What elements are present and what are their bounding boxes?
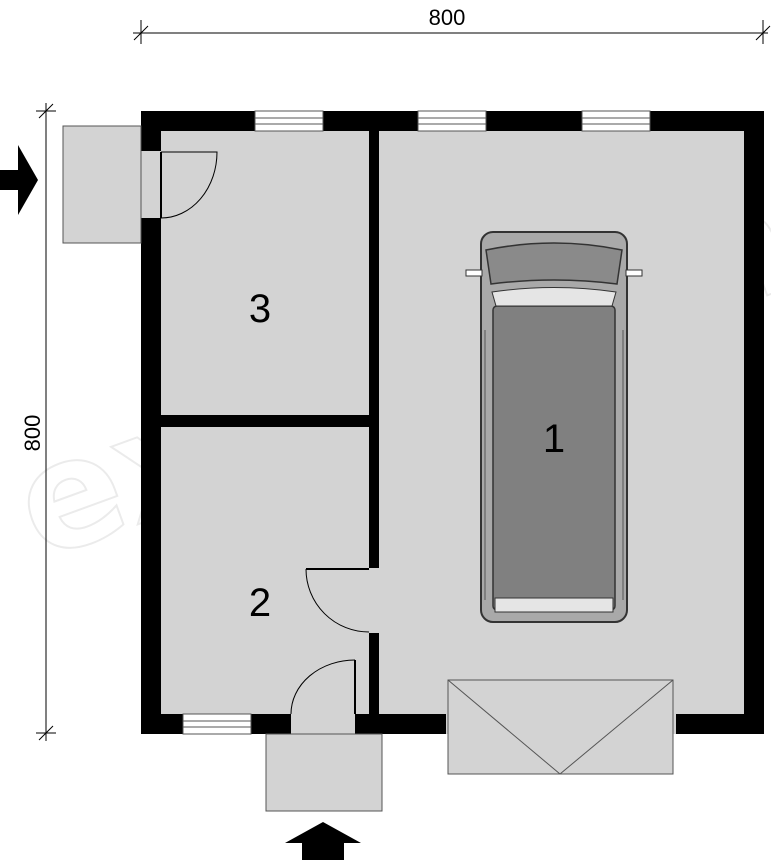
room-2-floor xyxy=(161,427,369,714)
interior-wall-horizontal xyxy=(161,415,369,427)
dimension-height: 800 xyxy=(20,103,56,741)
room-label-2: 2 xyxy=(249,581,271,625)
garage-apron xyxy=(447,679,674,775)
van-icon xyxy=(465,231,643,623)
window-top-3 xyxy=(581,110,651,132)
window-bottom xyxy=(182,713,252,735)
interior-door-swing xyxy=(305,568,370,633)
arrow-up-icon xyxy=(285,822,361,860)
width-label: 800 xyxy=(429,5,466,30)
bottom-door-opening xyxy=(291,714,355,734)
window-top-2 xyxy=(417,110,487,132)
room-label-3: 3 xyxy=(249,287,271,331)
interior-wall-vertical xyxy=(369,131,379,714)
left-door-opening xyxy=(141,151,161,218)
arrow-right-icon xyxy=(0,145,38,215)
room-label-1: 1 xyxy=(543,417,565,461)
bottom-landing xyxy=(265,733,383,812)
window-top-1 xyxy=(254,110,324,132)
bottom-door-swing xyxy=(290,659,356,715)
left-door-swing xyxy=(160,151,218,219)
interior-door-opening xyxy=(369,568,379,633)
dimension-width: 800 xyxy=(133,5,771,44)
height-label: 800 xyxy=(20,415,45,452)
room-3-floor xyxy=(161,131,369,415)
left-landing xyxy=(62,125,142,244)
